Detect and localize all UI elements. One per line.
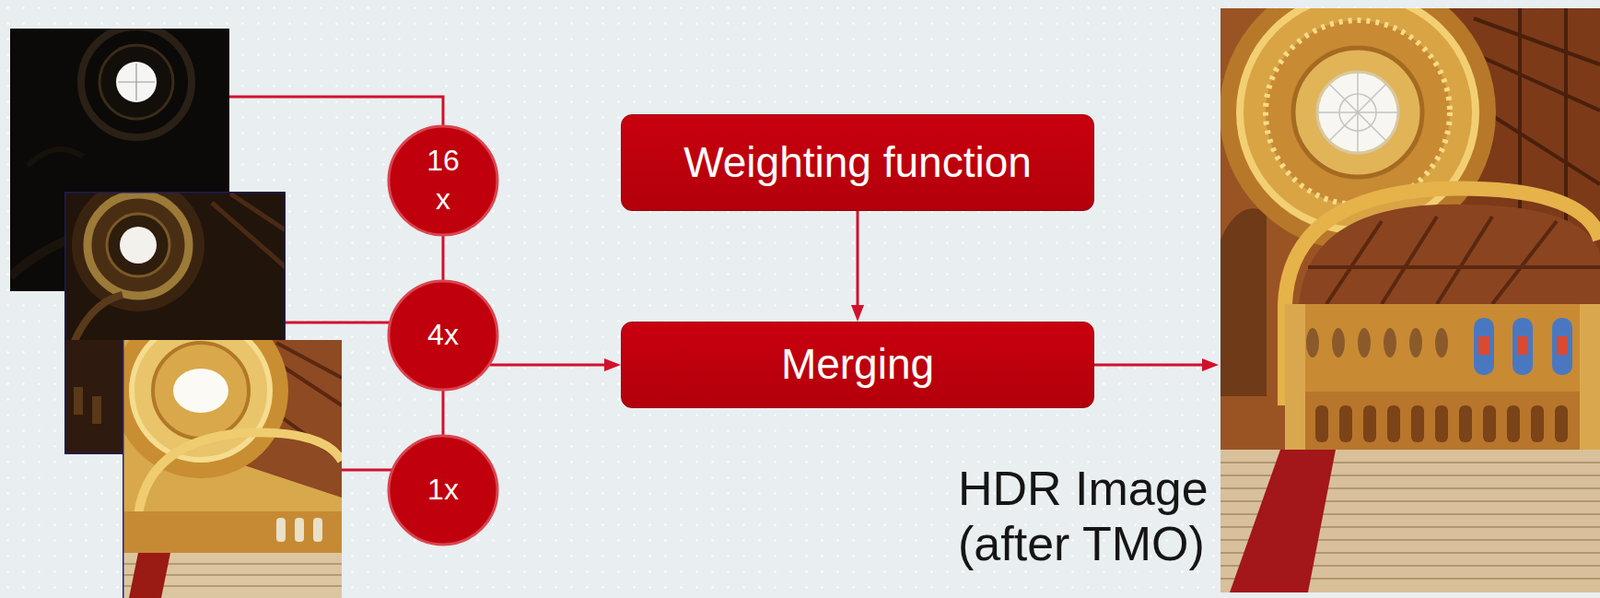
connector-line — [442, 235, 445, 281]
box-text: Weighting function — [683, 137, 1032, 188]
factor-text: 16 x — [426, 141, 460, 219]
circle-outline — [386, 433, 500, 547]
exposure-factor-circle: 1x — [386, 433, 500, 547]
feed-line — [341, 468, 393, 472]
circle-fill — [388, 280, 498, 390]
hdr-result-photo — [1220, 8, 1600, 593]
circle-outline — [386, 124, 500, 237]
factor-text: 4x — [427, 315, 459, 355]
factor-text: 1x — [427, 470, 459, 510]
circle-outline — [386, 279, 500, 392]
bright-exposure-photo — [122, 339, 342, 598]
feed-line — [285, 321, 390, 325]
circle-fill — [388, 435, 498, 545]
process-box: Merging — [620, 321, 1095, 409]
connector-line — [490, 363, 616, 367]
image-caption-label: HDR Image (after TMO) — [957, 461, 1218, 573]
connector-line — [856, 210, 860, 316]
circle-fill — [388, 126, 498, 235]
box-text: Merging — [781, 338, 935, 390]
connector-line — [442, 390, 445, 435]
output-arrow — [1094, 363, 1214, 367]
process-box: Weighting function — [620, 114, 1095, 211]
exposure-factor-circle: 16 x — [386, 124, 500, 237]
feed-line — [229, 96, 444, 127]
exposure-factor-circle: 4x — [386, 279, 500, 392]
